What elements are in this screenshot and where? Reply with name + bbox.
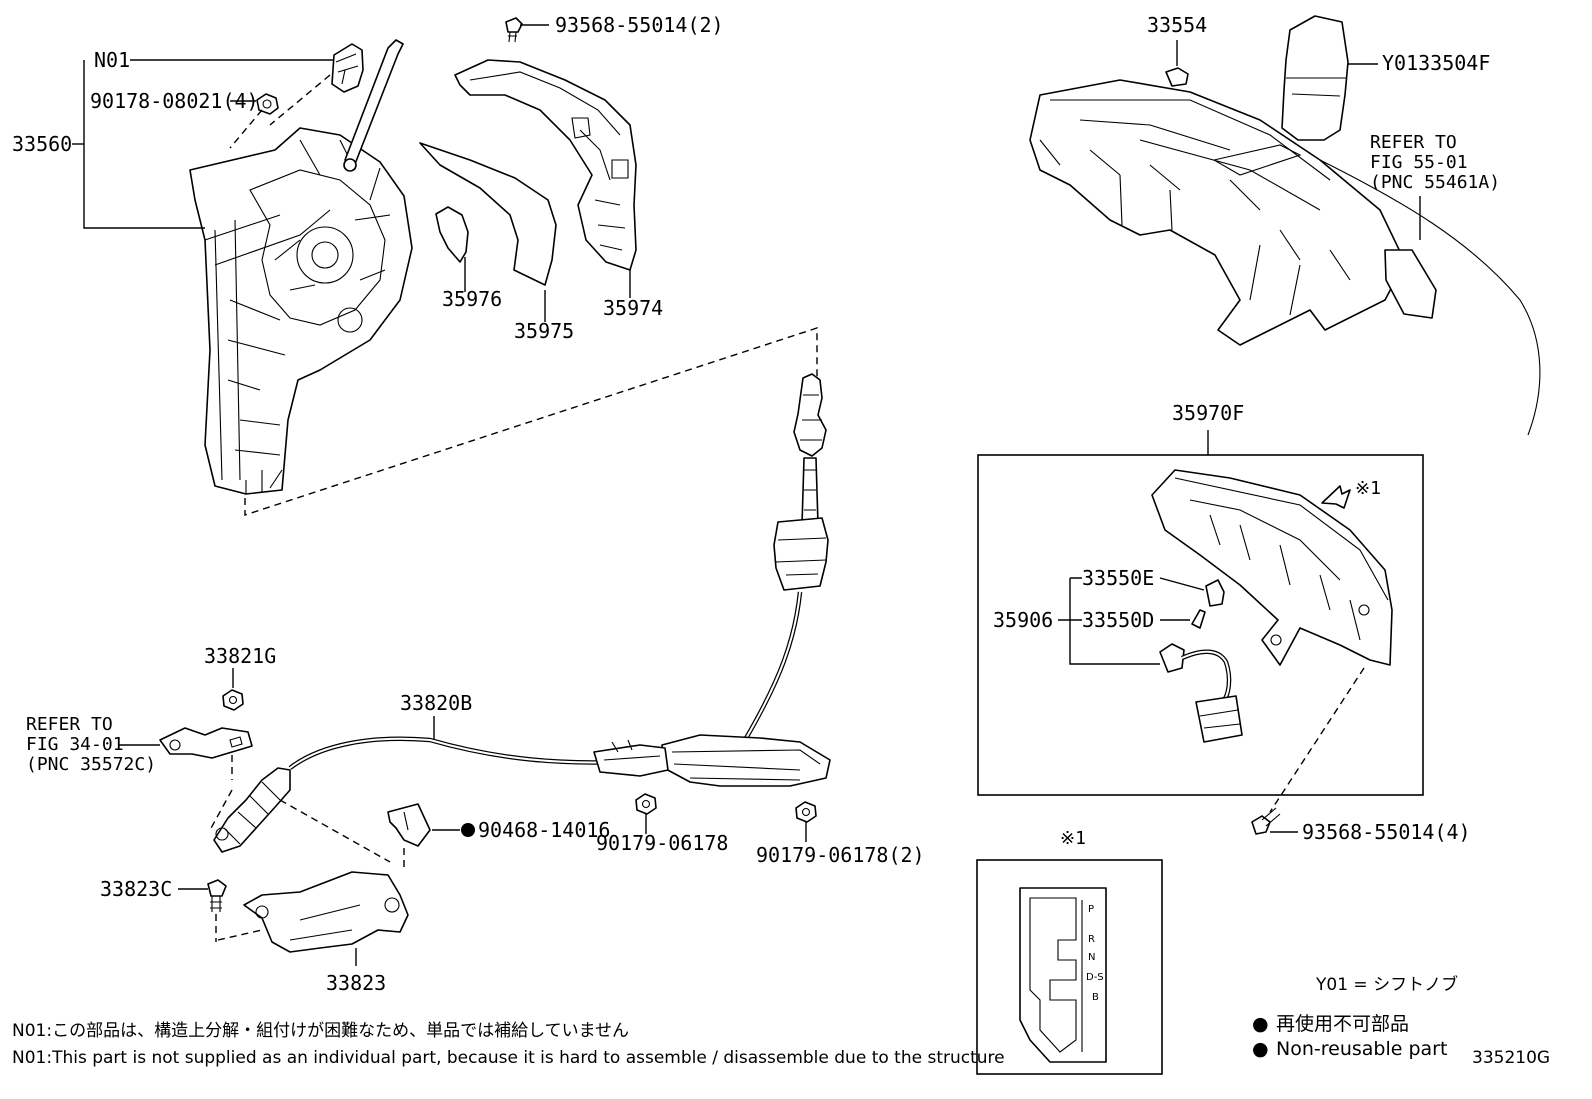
- label-33823c[interactable]: 33823C: [100, 877, 172, 901]
- bolt-to-bracket-dash: [217, 929, 263, 941]
- ref-left-line3: (PNC 35572C): [26, 754, 156, 775]
- label-90179-a[interactable]: 90179-06178: [596, 831, 728, 855]
- label-35975[interactable]: 35975: [514, 319, 574, 343]
- console-upper[interactable]: [1029, 79, 1406, 346]
- control-cable-33820b[interactable]: [213, 373, 831, 853]
- label-90178[interactable]: 90178-08021(4): [90, 89, 259, 113]
- legend-bullet-2: ●: [1252, 1038, 1269, 1060]
- ref-mark-arrow: ※1: [1355, 478, 1381, 499]
- panel-to-bolt-dash: [1269, 667, 1365, 813]
- label-35906[interactable]: 35906: [993, 608, 1053, 632]
- indicator-panel-35970f[interactable]: [1151, 469, 1393, 666]
- label-33820b[interactable]: 33820B: [400, 691, 472, 715]
- label-90179-b[interactable]: 90179-06178(2): [756, 843, 925, 867]
- figure-id: 335210G: [1472, 1048, 1550, 1068]
- note-n01-en: N01:This part is not supplied as an indi…: [12, 1048, 1005, 1068]
- legend-bullet-1: ●: [1252, 1013, 1269, 1035]
- label-33823[interactable]: 33823: [326, 971, 386, 995]
- bolt-33823c[interactable]: [207, 879, 227, 912]
- ref-right-line1: REFER TO: [1370, 132, 1457, 153]
- ref-left-line2: FIG 34-01: [26, 734, 124, 755]
- rod-pivot: [343, 158, 357, 172]
- ref-mark-box: ※1: [1060, 828, 1086, 849]
- n01-clip[interactable]: [331, 43, 364, 93]
- label-93568-lower[interactable]: 93568-55014(4): [1302, 820, 1471, 844]
- ref-right-line3: (PNC 55461A): [1370, 172, 1500, 193]
- gate-b: B: [1092, 992, 1099, 1003]
- label-33560[interactable]: 33560: [12, 132, 72, 156]
- ref-right-line2: FIG 55-01: [1370, 152, 1468, 173]
- view-arrow-icon: [1321, 485, 1351, 509]
- label-35974[interactable]: 35974: [603, 296, 663, 320]
- shift-lever-assembly[interactable]: [189, 127, 413, 495]
- box-gate-inset: [976, 859, 1163, 1075]
- note-n01-jp: N01:この部品は、構造上分解・組付けが困難なため、単品では補給していません: [12, 1021, 629, 1041]
- label-n01[interactable]: N01: [94, 48, 130, 72]
- cable-to-bracket-dash: [279, 799, 391, 863]
- ref-left-line1: REFER TO: [26, 714, 113, 735]
- bullet-90468: [461, 823, 475, 837]
- legend-nonreuse-jp: 再使用不可部品: [1276, 1013, 1409, 1035]
- gate-r: R: [1088, 934, 1095, 945]
- lead-35906-bracket: [1058, 577, 1160, 665]
- clip-33554[interactable]: [1165, 67, 1189, 87]
- clip-90468[interactable]: [387, 803, 431, 847]
- cover-35975[interactable]: [419, 142, 557, 286]
- label-33821g[interactable]: 33821G: [204, 644, 276, 668]
- nut-90178[interactable]: [256, 93, 279, 115]
- label-y01[interactable]: Y0133504F: [1382, 51, 1490, 75]
- bulb-33550d[interactable]: [1191, 609, 1206, 629]
- cable-end-dash: [209, 789, 233, 831]
- cable-bracket-left[interactable]: [159, 727, 253, 759]
- shift-knob-y01[interactable]: [1281, 15, 1349, 141]
- box-35970f: [977, 454, 1424, 796]
- label-35970f[interactable]: 35970F: [1172, 401, 1244, 425]
- nut-33821g[interactable]: [222, 689, 244, 711]
- label-33550d[interactable]: 33550D: [1082, 608, 1154, 632]
- n01-dash-line: [269, 74, 331, 126]
- lead-33550e: [1159, 577, 1205, 591]
- label-90468[interactable]: 90468-14016: [478, 818, 610, 842]
- cover-35974[interactable]: [454, 59, 637, 271]
- label-33554[interactable]: 33554: [1147, 13, 1207, 37]
- bracket-33823[interactable]: [243, 871, 409, 953]
- bolt-93568-lower[interactable]: [1251, 807, 1281, 835]
- bulb-33550e[interactable]: [1205, 579, 1225, 607]
- console-opening: [1384, 249, 1437, 319]
- label-33550e[interactable]: 33550E: [1082, 566, 1154, 590]
- bolt-93568-top[interactable]: [505, 17, 523, 43]
- socket-wire-35906[interactable]: [1159, 643, 1243, 743]
- legend-nonreuse-en: Non-reusable part: [1276, 1038, 1447, 1060]
- legend-y01: Y01 = シフトノブ: [1315, 974, 1458, 995]
- shift-gate-pattern: [1019, 887, 1107, 1063]
- label-35976[interactable]: 35976: [442, 287, 502, 311]
- lead-33560-bracket: [83, 60, 205, 229]
- gate-n: N: [1088, 952, 1095, 963]
- lever-to-cable-dash: [244, 327, 818, 516]
- nut-dash-line: [229, 109, 263, 149]
- gate-p: P: [1088, 904, 1094, 915]
- console-panel-edge: [1319, 159, 1541, 436]
- nut-90179-b[interactable]: [795, 801, 817, 823]
- nut-90179-a[interactable]: [635, 793, 657, 815]
- gate-ds: D-S: [1086, 972, 1104, 983]
- label-93568-top[interactable]: 93568-55014(2): [555, 13, 724, 37]
- cover-35976[interactable]: [435, 206, 469, 263]
